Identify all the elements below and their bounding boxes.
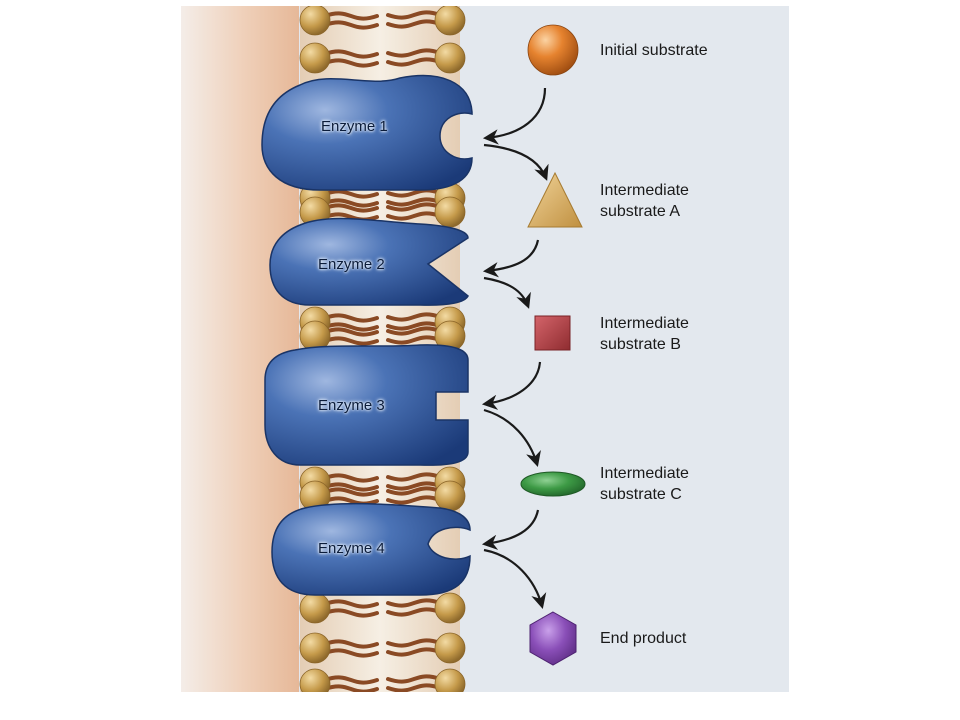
- arrow-enzyme-1-to-intermediate-a: [483, 143, 549, 181]
- lipid-head: [434, 196, 466, 228]
- lipid-tail: [323, 313, 379, 323]
- lipid-tail: [386, 472, 442, 482]
- enzyme-3-shape: [264, 344, 469, 466]
- lipid-tail: [323, 327, 379, 337]
- lipid-tail: [386, 495, 442, 505]
- lipid-head: [434, 668, 466, 692]
- enzyme-3-label: Enzyme 3: [318, 397, 385, 414]
- end-product-label: End product: [600, 630, 687, 647]
- intermediate-b-square: [534, 315, 571, 351]
- lipid-head: [434, 632, 466, 664]
- lipid-tail: [323, 648, 379, 658]
- lipid-head: [434, 592, 466, 624]
- intermediate-substrate-b-label: Intermediate substrate B: [600, 315, 689, 353]
- lipid-tail: [323, 322, 379, 332]
- lipid-tail: [323, 189, 379, 199]
- intermediate-substrate-a-label: Intermediate substrate A: [600, 182, 689, 220]
- lipid-tail: [323, 336, 379, 346]
- intermediate-a-triangle: [527, 171, 583, 228]
- lipid-tail: [386, 188, 442, 198]
- initial-substrate-sphere: [527, 24, 579, 76]
- intermediate-c-ellipse: [520, 471, 586, 497]
- enzyme-4-label: Enzyme 4: [318, 540, 385, 557]
- arrow-enzyme-4-to-end-product: [483, 548, 547, 609]
- lipid-head: [299, 42, 331, 74]
- lipid-head: [299, 668, 331, 692]
- lipid-tail: [323, 675, 379, 685]
- lipid-tail: [386, 674, 442, 684]
- lipid-tail: [323, 487, 379, 497]
- lipid-tail: [386, 10, 442, 20]
- lipid-tail: [323, 11, 379, 21]
- enzyme-1-label: Enzyme 1: [321, 118, 388, 135]
- enzyme-2-label: Enzyme 2: [318, 256, 385, 273]
- lipid-head: [299, 592, 331, 624]
- lipid-tail: [323, 58, 379, 68]
- lipid-tail: [323, 482, 379, 492]
- lipid-tail: [323, 198, 379, 208]
- lipid-tail: [323, 49, 379, 59]
- lipid-tail: [386, 683, 442, 692]
- lipid-tail: [323, 684, 379, 692]
- lipid-head: [434, 6, 466, 36]
- lipid-tail: [386, 481, 442, 491]
- lipid-tail: [323, 496, 379, 506]
- lipid-tail: [386, 326, 442, 336]
- lipid-bilayer: [299, 6, 466, 692]
- lipid-tail: [386, 48, 442, 58]
- lipid-tail: [323, 608, 379, 618]
- initial-substrate-label: Initial substrate: [600, 42, 708, 59]
- end-product-hexagon: [529, 611, 577, 666]
- enzyme-4-shape: [271, 502, 471, 596]
- lipid-tail: [386, 312, 442, 322]
- intermediate-substrate-c-label: Intermediate substrate C: [600, 465, 689, 503]
- arrow-enzyme-2-to-intermediate-b: [483, 276, 531, 309]
- lipid-tail: [386, 211, 442, 221]
- lipid-tail: [386, 647, 442, 657]
- lipid-tail: [323, 20, 379, 30]
- arrow-intermediate-b-to-enzyme-3: [481, 361, 542, 410]
- lipid-tail: [386, 202, 442, 212]
- lipid-tail: [386, 598, 442, 608]
- reaction-arrows: [481, 87, 549, 609]
- lipid-tail: [386, 19, 442, 29]
- arrow-substrate-to-enzyme-1: [482, 87, 547, 145]
- arrow-intermediate-c-to-enzyme-4: [481, 509, 540, 551]
- enzyme-2-shape: [269, 217, 469, 306]
- enzyme-1-shape: [261, 74, 473, 191]
- lipid-tail: [386, 335, 442, 345]
- lipid-head: [299, 632, 331, 664]
- lipid-tail: [323, 639, 379, 649]
- lipid-tail: [386, 197, 442, 207]
- arrow-intermediate-a-to-enzyme-2: [482, 239, 540, 278]
- lipid-tail: [323, 599, 379, 609]
- lipid-head: [299, 6, 331, 36]
- lipid-tail: [386, 638, 442, 648]
- lipid-head: [434, 480, 466, 512]
- lipid-head: [434, 42, 466, 74]
- arrow-enzyme-3-to-intermediate-c: [483, 408, 541, 467]
- lipid-tail: [323, 212, 379, 222]
- lipid-tail: [386, 321, 442, 331]
- lipid-tail: [386, 486, 442, 496]
- lipid-tail: [323, 473, 379, 483]
- lipid-tail: [386, 57, 442, 67]
- lipid-tail: [386, 607, 442, 617]
- lipid-tail: [323, 203, 379, 213]
